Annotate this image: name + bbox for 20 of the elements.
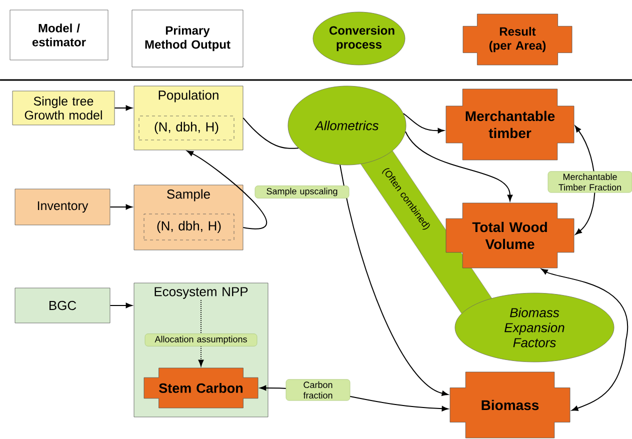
arrow [110,302,132,308]
edge-label: Sample upscaling [254,186,350,198]
arrow [541,268,628,411]
key-box: Primary Method Output [132,10,244,68]
arrow [402,113,444,134]
model-box: Single tree Growth model [12,90,115,126]
variables-box: (N, dbh, H) [138,116,234,140]
arrow [110,204,132,210]
arrow [340,164,448,396]
variables-box: (N, dbh, H) [144,214,234,240]
arrow [198,300,204,367]
edge-label: Allocation assumptions [144,334,258,346]
edge-label: Carbon fraction [286,379,350,401]
model-box: BGC [14,288,110,324]
arrow [114,105,132,111]
key-box: Model / estimator [10,10,108,60]
model-box: Inventory [14,188,110,226]
arrow [186,150,268,230]
arrow [405,131,513,202]
edge-label: Merchantable Timber Fraction [548,171,632,193]
